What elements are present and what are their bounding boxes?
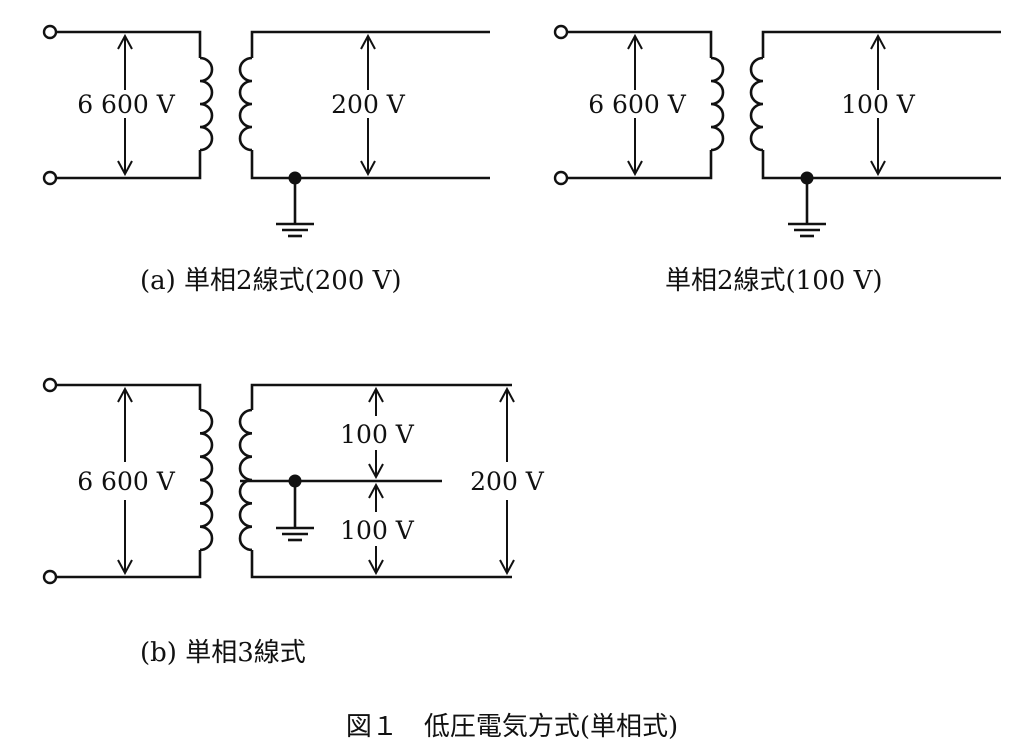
secondary-wire-b	[250, 383, 512, 579]
primary-wire-a	[56, 30, 202, 180]
terminal-a-bottom	[42, 170, 58, 186]
secondary-wire-a2	[761, 30, 1001, 180]
terminal-b-bottom	[42, 569, 58, 585]
circuit-b: 6 600 V 100 V 100 V 200 V (b) 単相3線式	[42, 377, 545, 668]
secondary-wire-a	[250, 30, 490, 180]
upper-voltage-label-b: 100 V	[340, 420, 415, 449]
primary-wire-a2	[567, 30, 713, 180]
circuit-a2: 6 600 V 100 V 単相2線式(100 V)	[553, 24, 1001, 296]
terminal-a2-bottom	[553, 170, 569, 186]
primary-wire-b	[56, 383, 202, 579]
primary-voltage-label-a2: 6 600 V	[588, 90, 687, 119]
primary-coil-a2	[710, 56, 725, 152]
figure-caption: 図１ 低圧電気方式(単相式)	[346, 712, 678, 742]
primary-voltage-label-b: 6 600 V	[77, 467, 176, 496]
secondary-voltage-label-a2: 100 V	[841, 90, 916, 119]
total-voltage-label-b: 200 V	[470, 467, 545, 496]
caption-a2: 単相2線式(100 V)	[665, 266, 883, 296]
secondary-coil-a2	[749, 56, 764, 152]
ground-symbol-a2	[788, 178, 826, 238]
secondary-voltage-label-a: 200 V	[331, 90, 406, 119]
primary-coil-b	[199, 408, 214, 552]
terminal-b-top	[42, 377, 58, 393]
primary-voltage-label-a: 6 600 V	[77, 90, 176, 119]
terminal-a2-top	[553, 24, 569, 40]
caption-b: (b) 単相3線式	[140, 638, 306, 668]
secondary-coil-a	[238, 56, 253, 152]
lower-voltage-label-b: 100 V	[340, 516, 415, 545]
terminal-a-top	[42, 24, 58, 40]
circuit-a: 6 600 V 200 V (a) 単相2線式(200 V)	[42, 24, 490, 296]
ground-symbol-b	[276, 481, 314, 542]
caption-a: (a) 単相2線式(200 V)	[140, 266, 402, 296]
ground-symbol-a	[276, 178, 314, 238]
primary-coil-a	[199, 56, 214, 152]
